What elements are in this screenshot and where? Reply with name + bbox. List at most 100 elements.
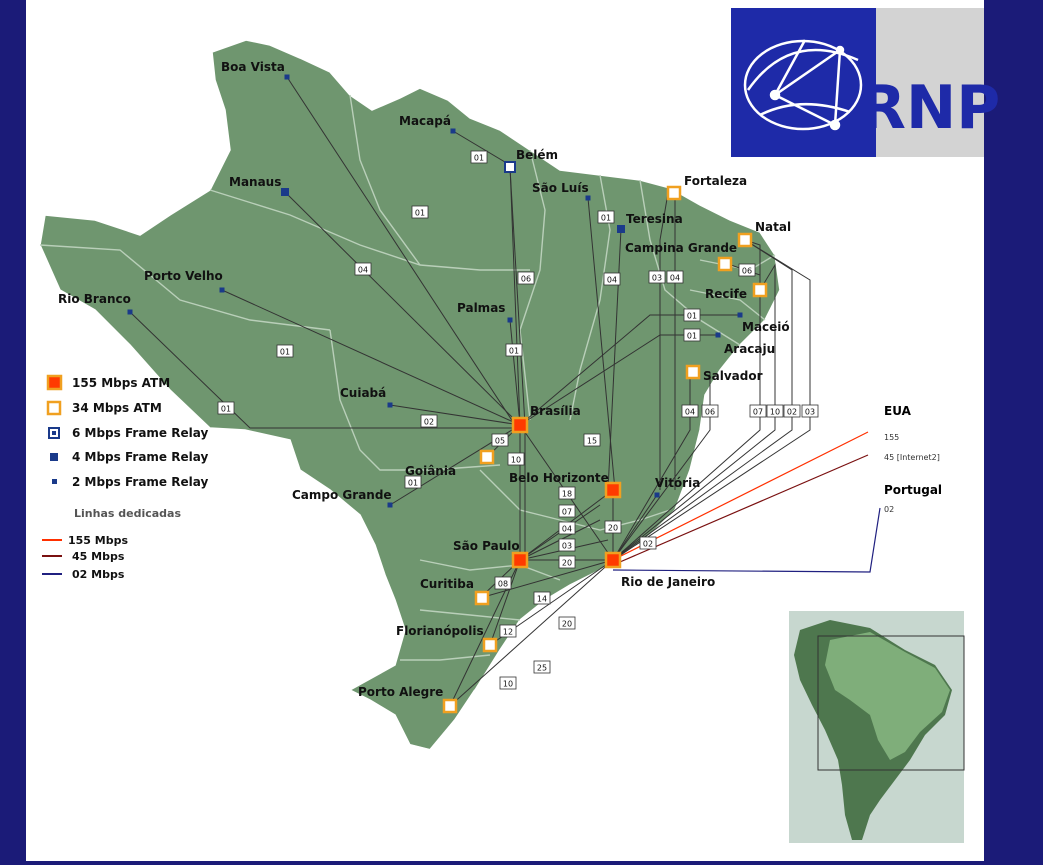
link-label-porto-velho: 01	[276, 344, 294, 358]
link-label-box	[558, 521, 576, 535]
city-marker-porto-velho	[219, 287, 225, 293]
link-label-text: 01	[408, 479, 418, 488]
link-label-box	[354, 262, 372, 276]
legend-lines-title: Linhas dedicadas	[74, 507, 181, 520]
link-label-goiania: 05	[491, 433, 509, 447]
city-marker-vitoria	[654, 492, 660, 498]
link-label-porto-alegre-a: 10	[499, 676, 517, 690]
legend-line-155-label: 155 Mbps	[68, 534, 128, 547]
link-label-text: 07	[753, 408, 763, 417]
link-label-fortaleza-b: 04	[666, 270, 684, 284]
city-marker-cuiaba	[387, 402, 393, 408]
link-label-text: 01	[280, 348, 290, 357]
link-label-box	[494, 576, 512, 590]
link-label-box	[558, 555, 576, 569]
link-label-box	[558, 538, 576, 552]
city-marker-fortaleza	[666, 185, 682, 201]
link-label-text: 05	[495, 437, 505, 446]
city-marker-maceio	[737, 312, 743, 318]
link-label-box	[583, 433, 601, 447]
south-america-inset	[789, 611, 965, 843]
link-label-bh-sp: 18	[558, 486, 576, 500]
city-marker-sao-luis	[585, 195, 591, 201]
link-label-fortaleza-a: 03	[648, 270, 666, 284]
city-marker-brasilia	[511, 416, 529, 434]
link-label-porto-alegre-b: 25	[533, 660, 551, 674]
link-label-box	[217, 401, 235, 415]
link-label-text: 08	[498, 580, 508, 589]
link-label-salvador-b: 06	[701, 404, 719, 418]
link-label-ne-a: 07	[749, 404, 767, 418]
city-name-goiania: Goiânia	[405, 464, 456, 478]
legend-fr6-icon-inner	[52, 431, 56, 435]
link-label-bsb-bh: 10	[507, 452, 525, 466]
city-marker-rio-de-janeiro	[604, 551, 622, 569]
city-name-brasilia: Brasília	[530, 404, 581, 418]
link-label-text: 10	[770, 408, 780, 417]
city-marker-aracaju	[715, 332, 721, 338]
link-label-text: 04	[607, 276, 617, 285]
link-label-box	[507, 452, 525, 466]
link-label-boa-vista: 01	[411, 205, 429, 219]
link-label-macapa: 01	[470, 150, 488, 164]
link-label-box	[499, 676, 517, 690]
city-marker-sao-paulo	[511, 551, 529, 569]
city-name-curitiba: Curitiba	[420, 577, 474, 591]
link-label-sp-rj-b: 04	[558, 521, 576, 535]
legend-label-atm155: 155 Mbps ATM	[72, 376, 170, 390]
legend-label-atm34: 34 Mbps ATM	[72, 401, 162, 415]
link-label-vitoria: 02	[639, 536, 657, 550]
link-label-text: 03	[562, 542, 572, 551]
link-label-text: 15	[587, 437, 597, 446]
link-label-box	[533, 660, 551, 674]
city-name-florianopolis: Florianópolis	[396, 624, 484, 638]
link-label-curitiba-b: 14	[533, 591, 551, 605]
link-label-text: 04	[562, 525, 572, 534]
link-label-text: 06	[742, 267, 752, 276]
link-label-ne-c: 02	[783, 404, 801, 418]
city-marker-campina-grande	[717, 256, 733, 272]
link-label-text: 25	[537, 664, 547, 673]
rnp-logo: RNP	[731, 8, 1000, 157]
link-label-campina-grande: 06	[738, 263, 756, 277]
link-label-box	[558, 616, 576, 630]
city-marker-manaus	[281, 188, 289, 196]
city-name-sao-luis: São Luís	[532, 181, 589, 195]
link-label-text: 01	[687, 312, 697, 321]
link-label-sao-luis: 01	[597, 210, 615, 224]
city-name-boa-vista: Boa Vista	[221, 60, 285, 74]
link-label-curitiba-a: 08	[494, 576, 512, 590]
coast-line	[409, 689, 476, 752]
city-marker-belem	[504, 161, 516, 173]
legend-atm34-icon	[46, 400, 62, 416]
link-label-palmas: 01	[505, 343, 523, 357]
link-label-box	[801, 404, 819, 418]
link-label-text: 01	[509, 347, 519, 356]
city-name-fortaleza: Fortaleza	[684, 174, 747, 188]
link-label-text: 02	[424, 418, 434, 427]
city-name-porto-velho: Porto Velho	[144, 269, 223, 283]
link-label-text: 02	[787, 408, 797, 417]
link-label-box	[683, 308, 701, 322]
city-markers	[127, 74, 768, 714]
link-label-text: 20	[608, 524, 618, 533]
link-label-floripa-b: 20	[558, 616, 576, 630]
link-label-text: 10	[511, 456, 521, 465]
city-name-recife: Recife	[705, 287, 747, 301]
link-label-sp-rj-a: 07	[558, 504, 576, 518]
link-label-text: 04	[685, 408, 695, 417]
city-name-maceio: Maceió	[742, 320, 790, 334]
legend-line-02-label: 02 Mbps	[72, 568, 125, 581]
link-label-box	[604, 520, 622, 534]
legend-line-45-label: 45 Mbps	[72, 550, 125, 563]
intl-link-portugal-02: 02	[884, 505, 894, 514]
link-label-box	[648, 270, 666, 284]
link-label-salvador-a: 04	[681, 404, 699, 418]
link-label-text: 18	[562, 490, 572, 499]
city-marker-campo-grande	[387, 502, 393, 508]
link-label-box	[505, 343, 523, 357]
city-marker-macapa	[450, 128, 456, 134]
link-label-text: 01	[221, 405, 231, 414]
link-label-box	[666, 270, 684, 284]
